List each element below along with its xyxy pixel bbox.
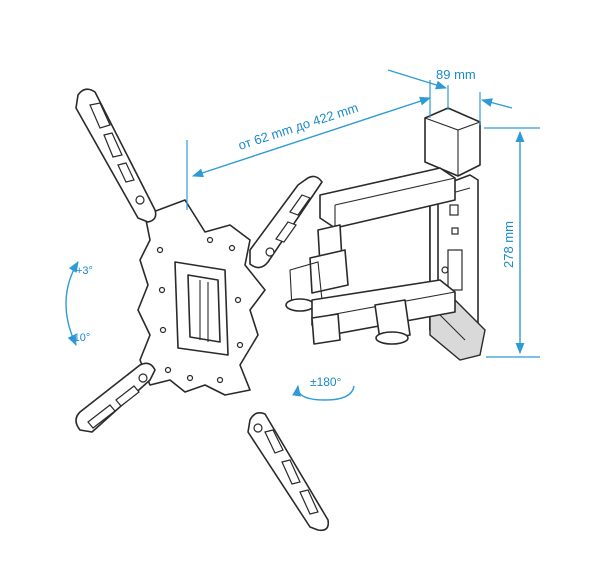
vesa-plate [137,199,266,396]
dimension-width [186,80,432,210]
width-range-label: от 62 mm до 422 mm [236,100,360,153]
tilt-down-label: -10° [70,332,90,344]
adapter-arm-bottom-right [247,412,330,532]
adapter-arm-top-right [249,175,323,269]
tilt-indicator [65,261,79,347]
swivel-label: ±180° [310,375,342,389]
adapter-arm-top-left [75,88,157,223]
height-label: 278 mm [501,221,516,268]
articulating-arms [285,167,456,345]
dimension-depth [387,69,513,125]
adapter-arm-bottom-left [75,362,156,433]
wall-plate [424,107,486,361]
swivel-indicator [292,384,355,401]
tilt-up-label: +3° [76,265,93,277]
depth-label: 89 mm [436,67,476,82]
dimension-height [484,127,540,358]
